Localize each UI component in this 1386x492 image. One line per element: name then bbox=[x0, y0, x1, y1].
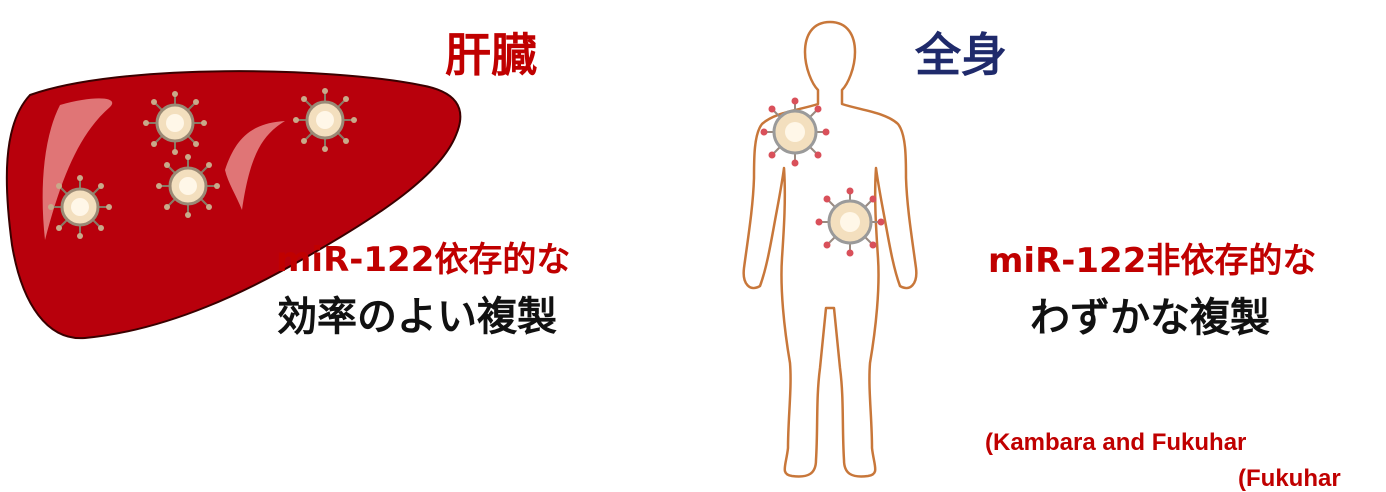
virus-particle bbox=[293, 88, 357, 152]
liver-illustration bbox=[5, 70, 462, 340]
virus-particle bbox=[143, 91, 207, 155]
citation-line-1: (Kambara and Fukuhar bbox=[985, 429, 1247, 456]
liver-highlight bbox=[42, 98, 113, 240]
liver-mir-label: miR-122依存的な bbox=[276, 240, 571, 280]
body-replication-label: わずかな複製 bbox=[1030, 295, 1270, 341]
citation-line-2: (Fukuhar bbox=[1238, 465, 1341, 492]
liver-title: 肝臓 bbox=[445, 28, 537, 82]
liver-shape bbox=[5, 70, 462, 340]
virus-particle bbox=[156, 154, 220, 218]
body-mir-label: miR-122非依存的な bbox=[988, 241, 1317, 281]
body-outline bbox=[742, 20, 918, 478]
liver-ligament bbox=[225, 121, 285, 210]
virus-particle bbox=[815, 187, 885, 257]
body-title: 全身 bbox=[915, 28, 1007, 82]
liver-replication-label: 効率のよい複製 bbox=[277, 294, 557, 340]
virus-particle bbox=[760, 97, 830, 167]
human-body-illustration bbox=[742, 20, 918, 478]
virus-particle bbox=[48, 175, 112, 239]
